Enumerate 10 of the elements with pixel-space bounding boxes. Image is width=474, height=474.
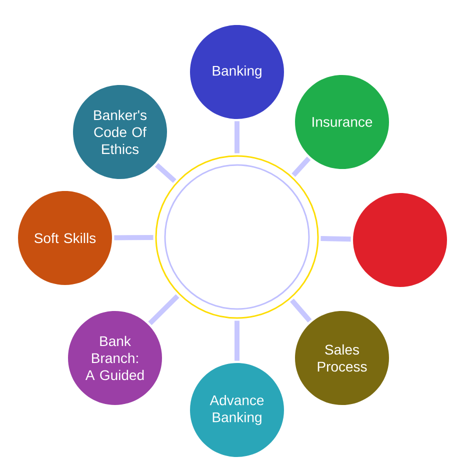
connector-bar [320, 236, 351, 242]
hub-circle [155, 155, 319, 319]
topic-circle [353, 193, 447, 287]
connector-bar [114, 234, 154, 240]
connector-bar [154, 163, 176, 183]
connector-bar [234, 121, 240, 154]
connector-bar [292, 156, 311, 177]
connector-bar [148, 294, 180, 326]
connector-bar [290, 298, 312, 322]
connector-bar [234, 320, 240, 361]
